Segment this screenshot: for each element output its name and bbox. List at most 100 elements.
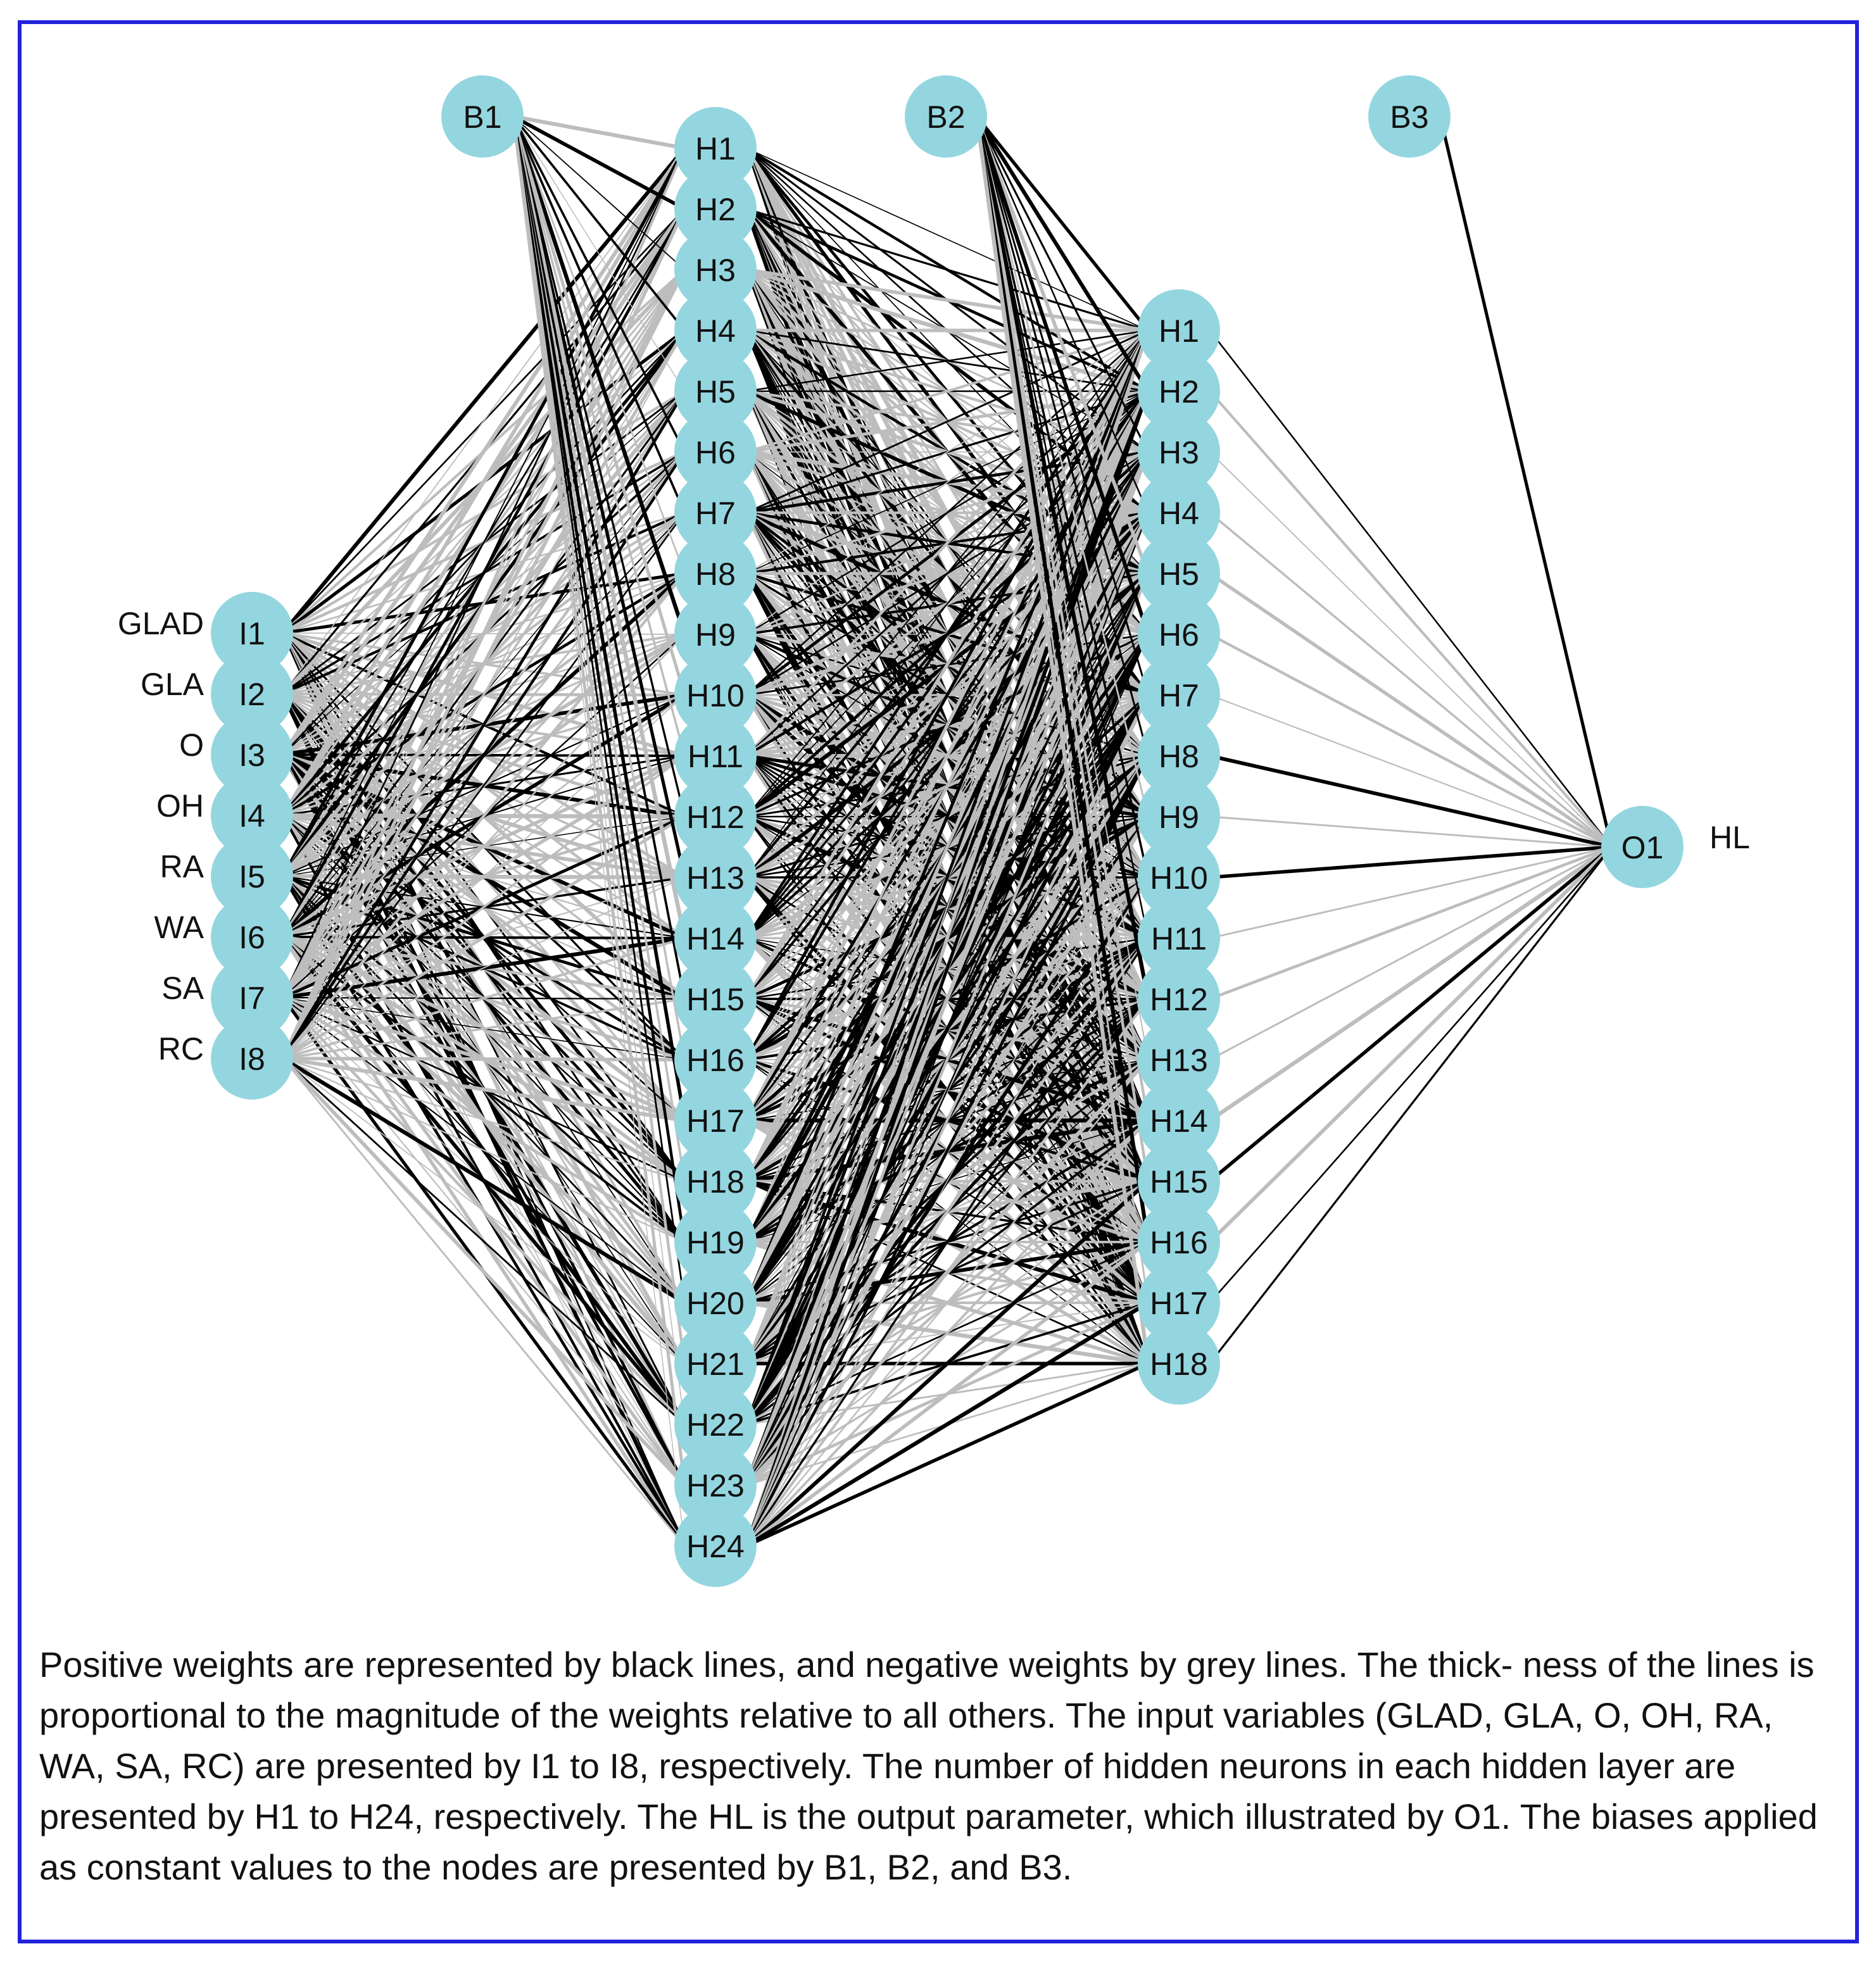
hidden2-node-h8: H8 <box>1138 715 1220 797</box>
input-node-i3: I3 <box>211 713 293 796</box>
hidden1-node-h17: H17 <box>674 1079 757 1162</box>
node-circle <box>1138 532 1220 615</box>
node-label: H14 <box>1150 1103 1208 1139</box>
node-circle <box>1601 806 1684 888</box>
node-label: H4 <box>695 313 736 349</box>
node-circle <box>674 836 757 919</box>
node-circle <box>674 411 757 493</box>
network-nodes: H24H23H22H21H20H19H18H17H16H15H14H13H12H… <box>118 75 1750 1587</box>
node-circle <box>1138 289 1220 372</box>
weight-line <box>1209 845 1612 879</box>
weight-line <box>282 330 686 1059</box>
weight-line <box>745 330 1150 1425</box>
node-circle <box>674 168 757 250</box>
weight-line <box>746 208 1149 332</box>
node-label: H7 <box>1159 678 1199 713</box>
node-circle <box>1138 715 1220 797</box>
input-variable-label: RC <box>158 1031 204 1067</box>
weight-line <box>745 1362 1149 1548</box>
weight-line <box>976 116 1149 453</box>
weight-line <box>511 116 687 939</box>
weight-line <box>282 1057 686 1305</box>
node-label: H17 <box>686 1103 745 1139</box>
hidden2-node-h11: H11 <box>1138 897 1220 979</box>
node-label: H15 <box>1150 1164 1208 1200</box>
weight-line <box>281 147 686 634</box>
input-variable-label: GLA <box>141 667 205 702</box>
weight-line <box>1208 845 1613 1122</box>
weight-line <box>745 451 1150 1547</box>
output-node-o1: O1 <box>1601 806 1684 888</box>
node-circle <box>674 958 757 1040</box>
weight-line <box>974 116 1150 1364</box>
weight-line <box>746 816 1149 1547</box>
input-variable-label: OH <box>156 788 204 824</box>
node-label: H18 <box>1150 1346 1208 1382</box>
node-circle <box>211 592 293 674</box>
input-node-i5: I5 <box>211 835 293 917</box>
node-label: B3 <box>1390 99 1428 135</box>
node-circle <box>674 897 757 979</box>
node-circle <box>1368 75 1451 158</box>
weight-line <box>745 998 1149 1547</box>
weight-line <box>512 116 686 817</box>
hidden1-node-h18: H18 <box>674 1140 757 1222</box>
hidden2-node-h17: H17 <box>1138 1262 1220 1344</box>
hidden1-node-h22: H22 <box>674 1383 757 1465</box>
node-circle <box>905 75 987 158</box>
hidden2-node-h18: H18 <box>1138 1322 1220 1405</box>
node-label: H9 <box>695 617 736 653</box>
node-circle <box>1138 411 1220 493</box>
node-circle <box>674 107 757 189</box>
figure-caption: Positive weights are represented by blac… <box>39 1645 1818 1887</box>
weight-line <box>974 116 1150 635</box>
node-circle <box>674 654 757 736</box>
weight-line <box>975 116 1150 1121</box>
weight-connections <box>280 115 1613 1548</box>
weight-line <box>281 208 686 1060</box>
hidden1-node-h1: H1 <box>674 107 757 189</box>
weight-line <box>512 116 686 696</box>
node-label: H14 <box>686 921 745 957</box>
node-label: H20 <box>686 1286 745 1321</box>
weight-line <box>513 115 685 150</box>
weight-line <box>1209 754 1612 849</box>
weight-line <box>281 268 686 1060</box>
node-circle <box>674 1019 757 1101</box>
node-label: B1 <box>463 99 501 135</box>
weight-line <box>282 1057 685 1183</box>
node-circle <box>674 1322 757 1405</box>
weight-line <box>512 115 686 211</box>
node-circle <box>674 229 757 311</box>
hidden2-node-h10: H10 <box>1138 836 1220 919</box>
weight-line <box>746 330 1149 574</box>
weight-line <box>281 1057 686 1486</box>
input-variable-label: O <box>179 727 204 763</box>
node-label: H8 <box>1159 739 1199 774</box>
weight-line <box>282 1057 686 1426</box>
node-circle <box>1138 472 1220 554</box>
node-label: H7 <box>695 496 736 531</box>
weight-line <box>976 116 1149 513</box>
node-label: H1 <box>695 131 736 166</box>
weight-line <box>512 116 686 1364</box>
hidden2-node-h4: H4 <box>1138 472 1220 554</box>
node-circle <box>1138 836 1220 919</box>
node-label: B2 <box>926 99 965 135</box>
weight-line <box>976 116 1149 696</box>
weight-line <box>282 815 686 1060</box>
node-label: H19 <box>686 1225 745 1260</box>
hidden2-node-h13: H13 <box>1138 1019 1220 1101</box>
hidden1-node-h12: H12 <box>674 775 757 858</box>
weight-line <box>974 116 1150 1243</box>
hidden1-node-h23: H23 <box>674 1444 757 1526</box>
node-label: I5 <box>239 859 265 894</box>
weight-line <box>281 451 686 1060</box>
node-circle <box>1138 1262 1220 1344</box>
weight-line <box>512 116 686 756</box>
node-circle <box>1138 593 1220 675</box>
node-circle <box>674 350 757 432</box>
weight-line <box>282 1057 685 1243</box>
weight-line <box>1209 846 1612 1061</box>
weight-line <box>1209 694 1612 848</box>
